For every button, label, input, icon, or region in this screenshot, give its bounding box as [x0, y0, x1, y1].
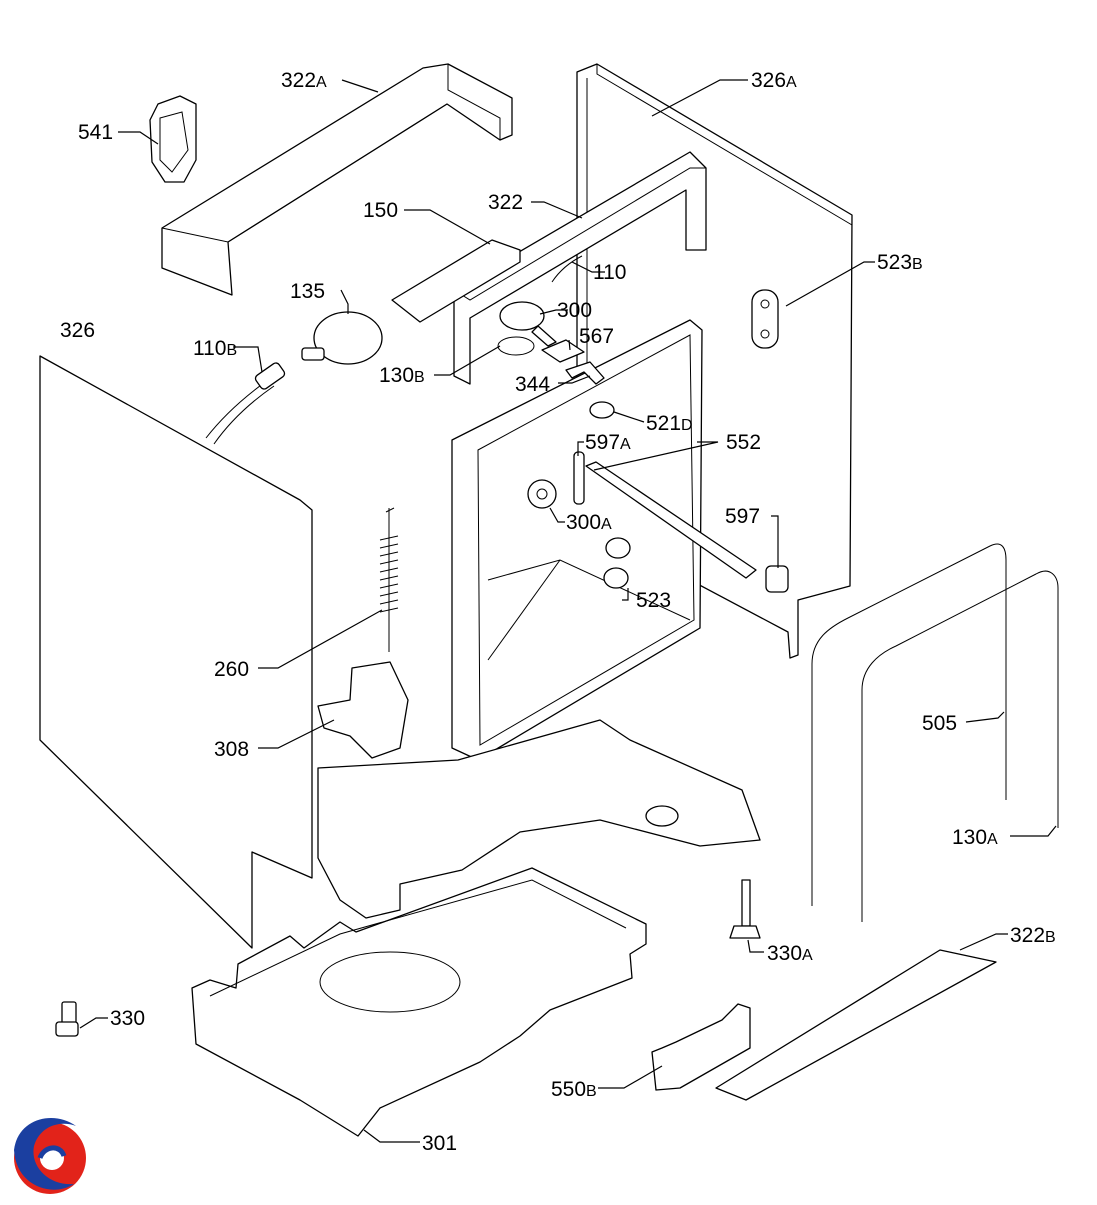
label-326A: 326A: [751, 69, 797, 92]
label-597: 597: [725, 505, 760, 528]
part-541-clip: [149, 95, 197, 183]
label-597A: 597A: [585, 431, 631, 454]
label-330: 330: [110, 1007, 145, 1030]
part-322B-strip: [715, 949, 997, 1101]
part-521D-plug: [589, 401, 615, 419]
part-330-foot: [55, 1001, 79, 1037]
label-567: 567: [579, 325, 614, 348]
label-300: 300: [557, 299, 592, 322]
logo-inner-swoosh: [37, 1145, 67, 1160]
label-308: 308: [214, 738, 249, 761]
part-552-rail: [585, 461, 757, 579]
part-597-block: [765, 565, 789, 593]
part-base: [317, 719, 761, 919]
label-301: 301: [422, 1132, 457, 1155]
brand-logo: [14, 1118, 86, 1194]
label-541: 541: [78, 121, 113, 144]
part-550B-bracket: [651, 1003, 751, 1091]
label-523B: 523B: [877, 251, 923, 274]
part-130B-gasket: [497, 336, 535, 356]
label-322B: 322B: [1010, 924, 1056, 947]
part-505-door-seal: [811, 543, 1007, 906]
label-322A: 322A: [281, 69, 327, 92]
part-110-hose: [551, 255, 583, 283]
part-523B-bracket: [751, 289, 779, 349]
part-labels: 322A 326A 541 150 322 523B 110 135 300 3…: [60, 69, 1056, 1155]
label-322: 322: [488, 191, 523, 214]
part-130A-tub-seal: [861, 570, 1059, 922]
part-344-spring-clip: [565, 361, 605, 385]
part-322A-top-frame: [161, 63, 513, 296]
part-300A-impeller: [527, 479, 557, 509]
label-330A: 330A: [767, 942, 813, 965]
part-523-grommets: [603, 537, 631, 589]
part-301-drip-tray: [191, 867, 647, 1137]
label-110B: 110B: [193, 337, 237, 360]
label-135: 135: [290, 280, 325, 303]
part-567-clip: [541, 339, 585, 363]
label-550B: 550B: [551, 1078, 597, 1101]
label-552: 552: [726, 431, 761, 454]
part-tub: [451, 319, 703, 761]
logo-blue-swoosh: [14, 1118, 76, 1190]
label-150: 150: [363, 199, 398, 222]
label-130B: 130B: [379, 364, 425, 387]
part-300-pump-cap: [499, 301, 557, 347]
label-521D: 521D: [646, 412, 693, 435]
label-110: 110: [593, 261, 626, 284]
label-326: 326: [60, 319, 95, 342]
part-135-air-break: [301, 311, 383, 365]
part-150-cover: [391, 239, 521, 323]
leader-lines: [79, 79, 1057, 1143]
label-505: 505: [922, 712, 957, 735]
part-110B-hose: [205, 362, 286, 445]
part-597A-latch: [573, 451, 585, 505]
part-260-spring: [379, 507, 399, 652]
label-260: 260: [214, 658, 249, 681]
label-523: 523: [636, 589, 671, 612]
part-326-side-panel: [39, 355, 313, 949]
label-344: 344: [515, 373, 550, 396]
part-330A-foot: [729, 879, 761, 939]
label-300A: 300A: [566, 511, 612, 534]
part-308-hinge: [317, 661, 409, 759]
label-130A: 130A: [952, 826, 998, 849]
